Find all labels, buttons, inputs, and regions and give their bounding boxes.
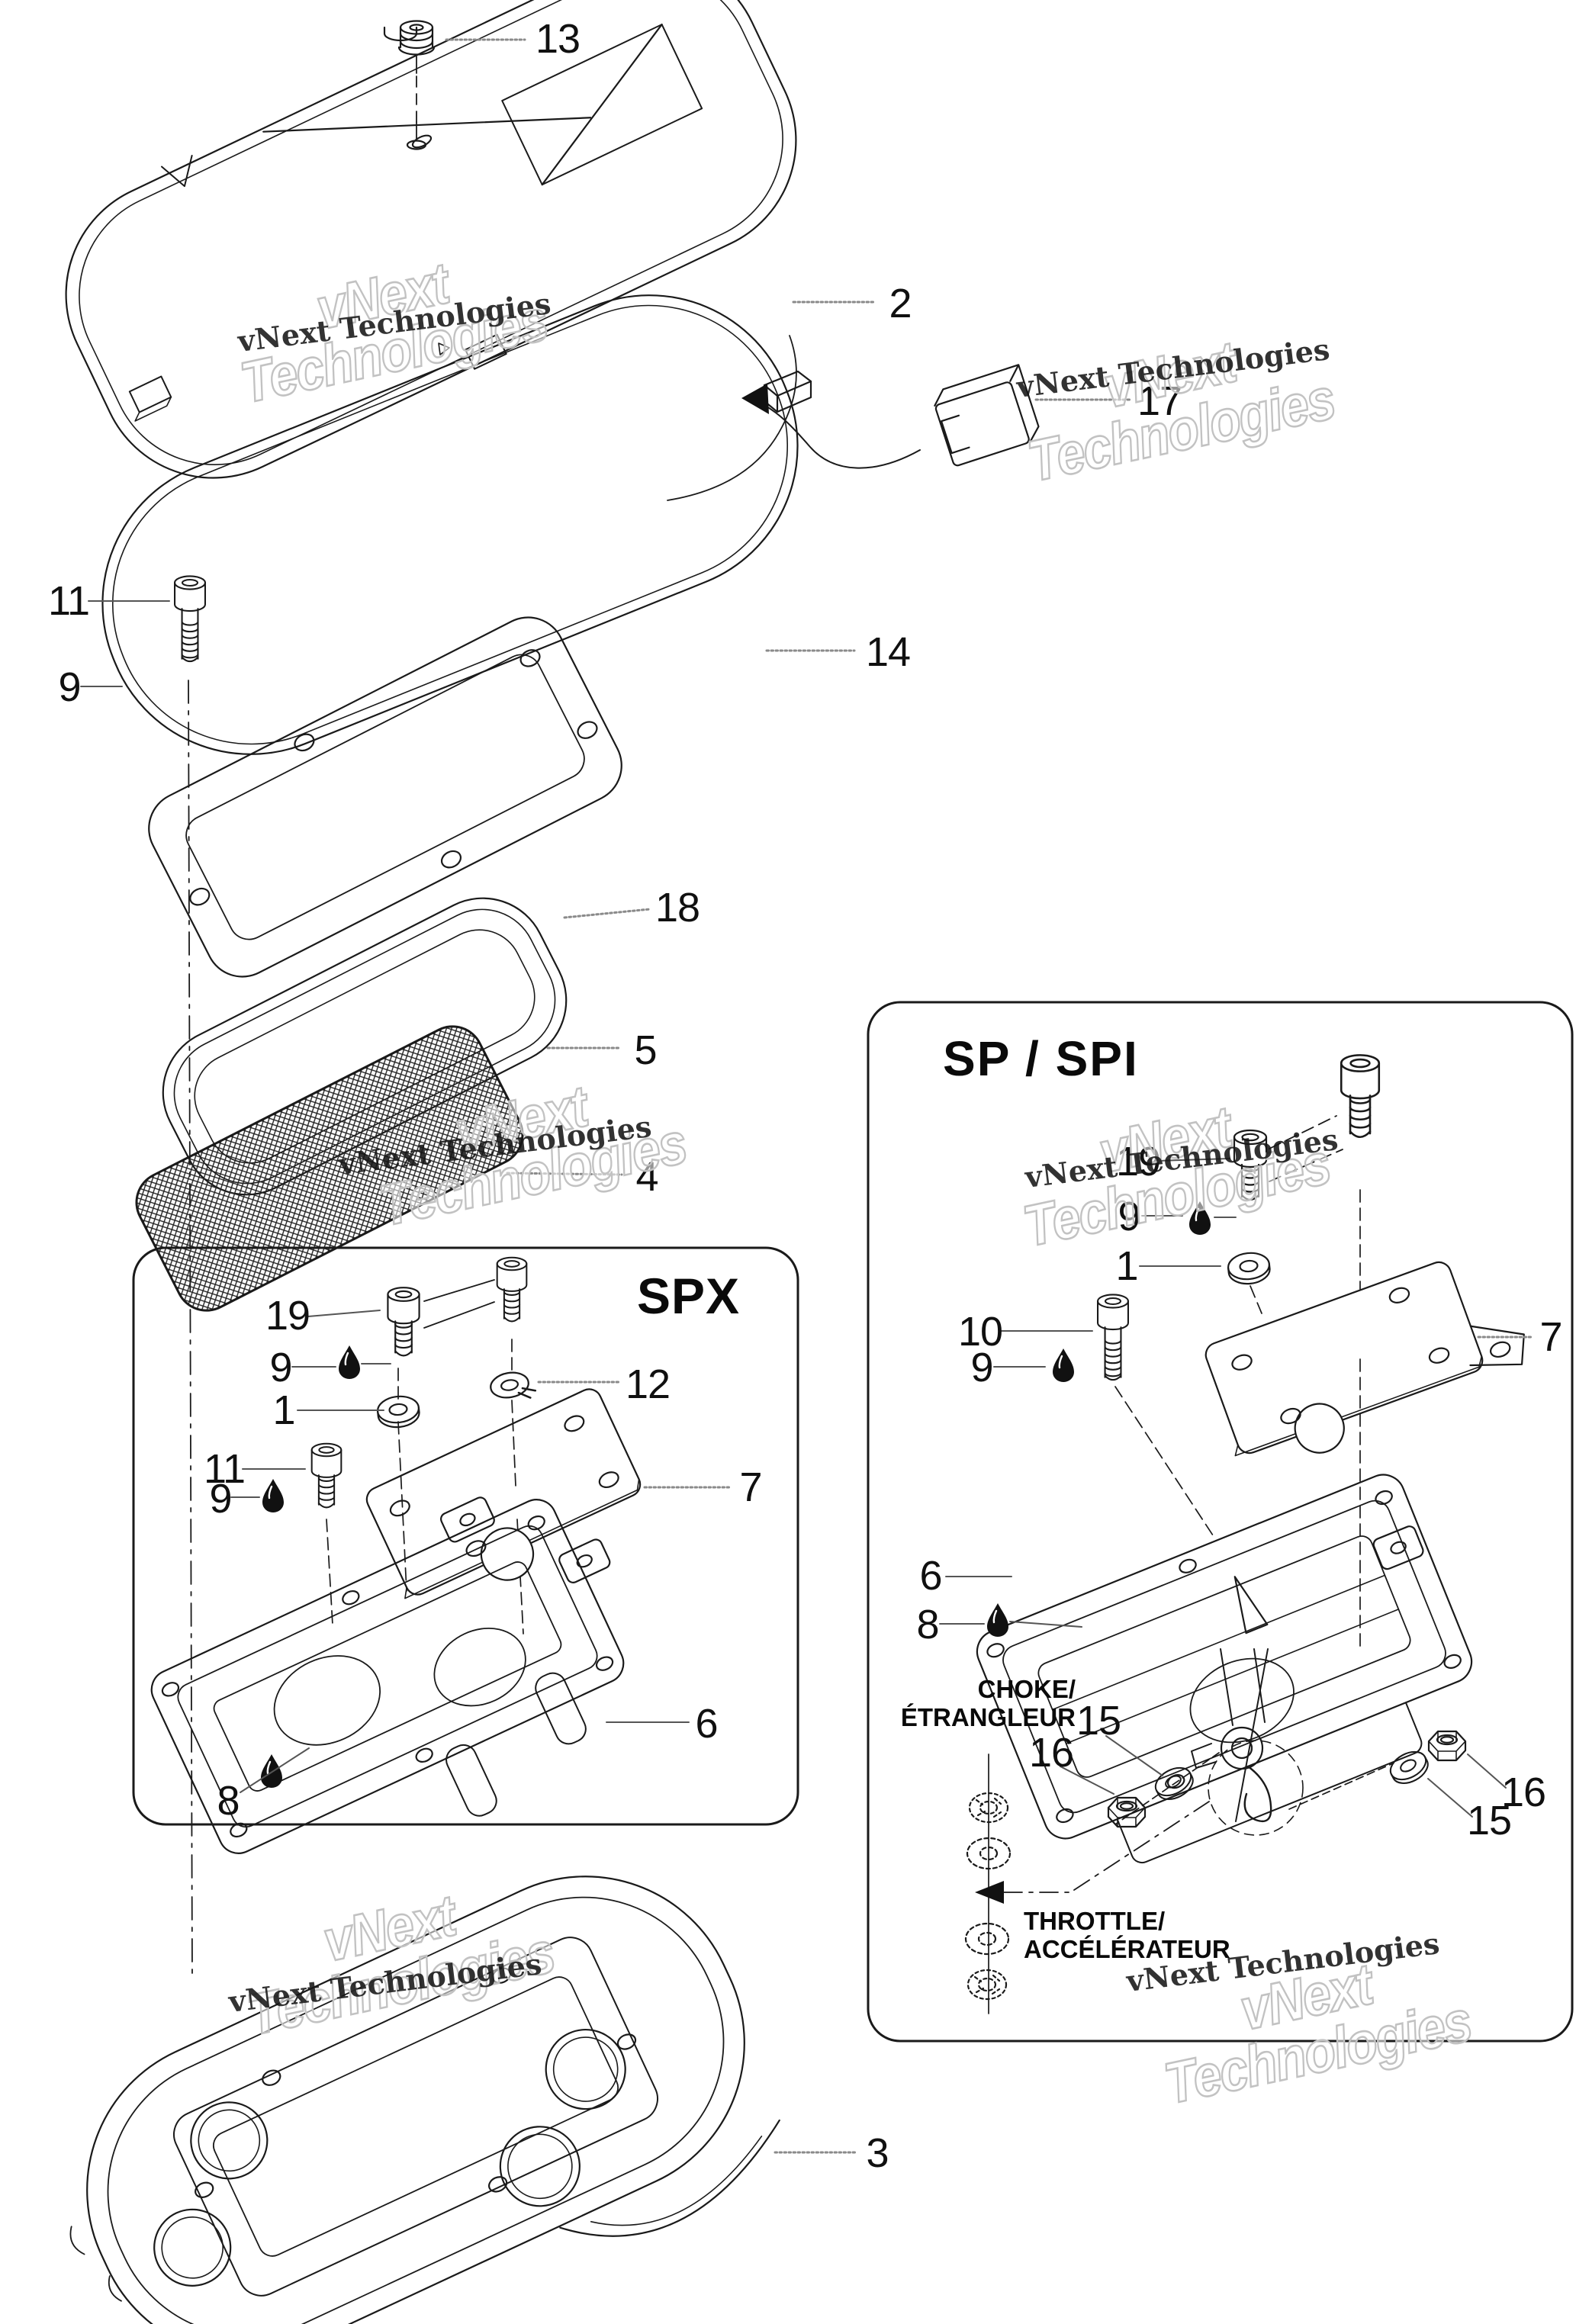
washer-15-right: [1385, 1745, 1433, 1790]
spx-title: SPX: [637, 1268, 741, 1324]
callout-6: 6: [695, 1701, 718, 1747]
callout-18: 18: [655, 885, 700, 931]
rubber-mount-part-13: [383, 20, 436, 150]
callout-9: 9: [970, 1345, 993, 1390]
callout-5: 5: [634, 1027, 657, 1073]
nut-16-left: [1107, 1796, 1147, 1828]
callout-16: 16: [1500, 1770, 1546, 1815]
throttle-leader-line: [1003, 1801, 1210, 1893]
spspi-screw19-connector-lines: [1269, 1115, 1343, 1182]
callout-8: 8: [916, 1602, 939, 1647]
callout-7: 7: [739, 1464, 762, 1510]
callout-19: 19: [1115, 1139, 1161, 1185]
clip-install-arrowhead: [741, 384, 769, 414]
callout-8: 8: [217, 1778, 240, 1824]
callout-15: 15: [1466, 1798, 1512, 1843]
oil-drop-icon: [337, 1344, 362, 1381]
callout-13: 13: [535, 16, 581, 62]
choke-line1: CHOKE/: [977, 1675, 1076, 1703]
callout-3: 3: [866, 2130, 889, 2176]
short-leader-lines: [80, 600, 1507, 1818]
callout-9: 9: [209, 1476, 232, 1522]
choke-grommet-ghost-circle: [1208, 1740, 1304, 1836]
dashed-lockwasher: [967, 1969, 1008, 2001]
spspi-screw-19a: [1233, 1129, 1268, 1201]
callout-4: 4: [635, 1154, 658, 1200]
retaining-clip-part-17: [934, 364, 1040, 467]
choke-line2: ÉTRANGLEUR: [900, 1703, 1076, 1731]
oil-drop-icon: [986, 1602, 1010, 1638]
oil-drop-icon: [259, 1753, 284, 1789]
gasket-part-18: [148, 616, 622, 978]
callout-9: 9: [269, 1345, 292, 1390]
choke-lever: [1191, 1648, 1272, 1823]
spx-screw-19b: [496, 1256, 528, 1323]
socket-screw-part-11: [174, 575, 206, 663]
mesh-screen-part-4: [135, 1025, 524, 1312]
throttle-line2: ACCÉLÉRATEUR: [1024, 1935, 1230, 1963]
sp-spi-title: SP / SPI: [943, 1031, 1139, 1086]
spspi-screw-10: [1097, 1294, 1129, 1381]
callout-6: 6: [919, 1553, 942, 1599]
oil-drop-icon: [1188, 1200, 1212, 1236]
spspi-washer-1: [1226, 1250, 1272, 1287]
oval-seal-part-14: [101, 294, 799, 755]
callout-2: 2: [889, 281, 912, 326]
callout-9: 9: [58, 664, 81, 710]
callout-17: 17: [1137, 378, 1182, 424]
callout-1: 1: [1115, 1243, 1138, 1289]
center-axis-line: [188, 680, 193, 1981]
callout-7: 7: [1539, 1314, 1562, 1360]
detail-triangle-marker: [438, 342, 450, 355]
callout-16: 16: [1028, 1730, 1074, 1776]
callout-10: 10: [957, 1309, 1003, 1355]
clip-install-arrow-curve: [762, 403, 921, 469]
callout-14: 14: [865, 629, 911, 675]
spspi-bracket-part-7: [1205, 1261, 1525, 1457]
callout-1: 1: [272, 1387, 295, 1433]
throttle-annotation: THROTTLE/ ACCÉLÉRATEUR: [1024, 1907, 1230, 1963]
spspi-housing-part-6: [976, 1474, 1473, 1864]
oil-drop-icon: [1051, 1347, 1076, 1384]
spx-axis-lines: [326, 1339, 524, 1635]
choke-hardware-axis-lines: [1114, 1752, 1394, 1825]
spspi-screw-19b: [1340, 1054, 1381, 1139]
callout-11: 11: [47, 578, 90, 624]
spx-screw-19a: [387, 1287, 420, 1357]
spx-screw-11: [310, 1442, 343, 1509]
sp-spi-box: [867, 1001, 1574, 2043]
nut-16-right: [1427, 1730, 1467, 1762]
spx-box: [132, 1246, 799, 1826]
cover-lower-lip-line: [667, 335, 797, 501]
spx-lockwasher-12: [487, 1368, 538, 1406]
callout-12: 12: [625, 1361, 671, 1407]
base-housing-part-3: [69, 1876, 780, 2324]
dashed-washer: [964, 1922, 1010, 1956]
oil-drop-icon: [261, 1477, 285, 1514]
leader-lines: [445, 38, 1533, 2154]
choke-annotation: CHOKE/ ÉTRANGLEUR: [893, 1675, 1076, 1731]
callout-19: 19: [265, 1293, 310, 1339]
callout-11: 11: [203, 1446, 246, 1492]
spx-housing-part-6: [150, 1496, 625, 1854]
callout-9: 9: [1118, 1194, 1140, 1239]
throttle-arrowhead: [975, 1881, 1004, 1904]
intake-cover-part-2: [65, 0, 797, 479]
callout-15: 15: [1076, 1698, 1121, 1744]
throttle-line1: THROTTLE/: [1024, 1907, 1166, 1935]
spx-screw19-connector-lines: [423, 1279, 495, 1329]
